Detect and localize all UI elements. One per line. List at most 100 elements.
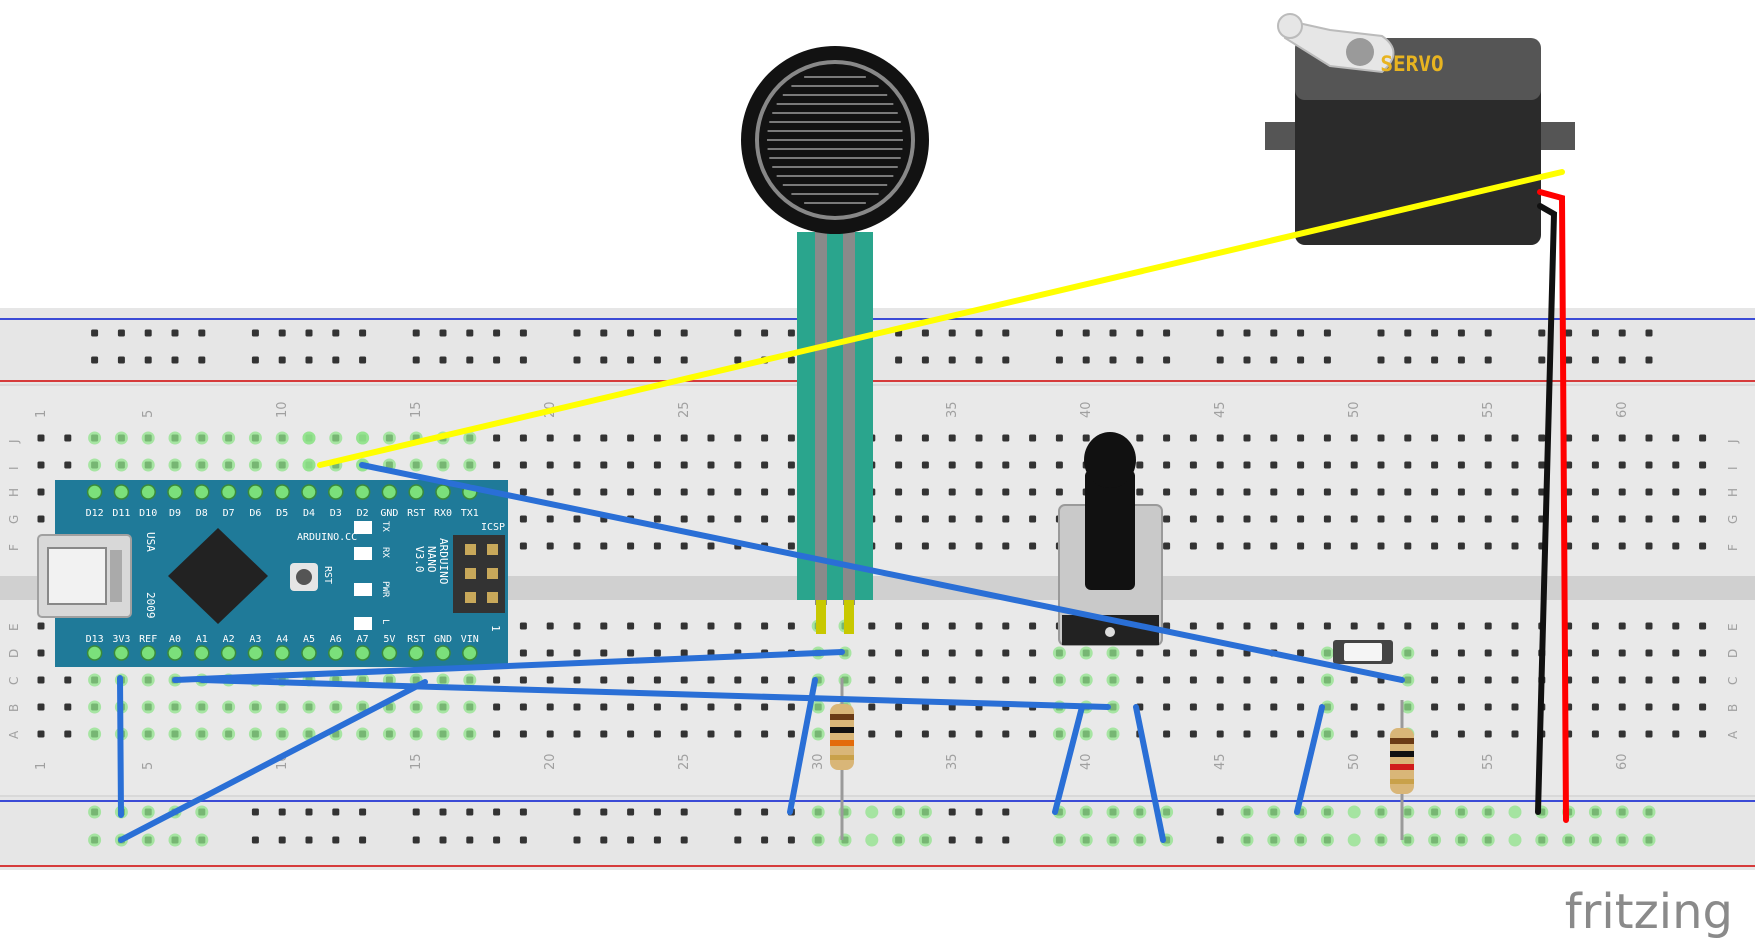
breadboard-hole xyxy=(37,649,45,657)
breadboard-hole xyxy=(761,676,769,684)
breadboard-hole xyxy=(1002,542,1010,550)
connected-hole xyxy=(168,727,182,741)
breadboard-hole xyxy=(895,461,903,469)
breadboard-hole xyxy=(1270,703,1278,711)
connected-hole xyxy=(88,833,102,847)
arduino-name-line-1: ARDUINO xyxy=(437,538,450,584)
resistor-1-band-3 xyxy=(830,740,854,746)
breadboard-hole xyxy=(868,649,876,657)
breadboard-hole xyxy=(37,434,45,442)
arduino-bottom-pin-label: A6 xyxy=(330,634,342,645)
breadboard-hole xyxy=(64,676,72,684)
breadboard-hole xyxy=(1511,676,1519,684)
connected-hole xyxy=(1535,833,1549,847)
breadboard-hole xyxy=(1618,488,1626,496)
rail-hole xyxy=(278,329,286,337)
breadboard-hole xyxy=(975,730,983,738)
breadboard-hole xyxy=(1699,622,1707,630)
rail-hole xyxy=(1243,329,1251,337)
breadboard-hole xyxy=(519,622,527,630)
rail-hole xyxy=(1270,329,1278,337)
connected-hole xyxy=(1642,833,1656,847)
breadboard-hole xyxy=(1591,515,1599,523)
breadboard-hole xyxy=(1511,461,1519,469)
connected-hole xyxy=(168,833,182,847)
icsp-pin xyxy=(465,592,476,603)
rail-hole xyxy=(680,836,688,844)
rail-hole xyxy=(921,356,929,364)
breadboard-hole xyxy=(1350,434,1358,442)
icsp-pin xyxy=(487,568,498,579)
breadboard-hole xyxy=(1323,461,1331,469)
rail-hole xyxy=(1431,329,1439,337)
breadboard-hole xyxy=(680,542,688,550)
breadboard-hole xyxy=(1672,676,1680,684)
connected-hole xyxy=(141,727,155,741)
arduino-pin xyxy=(247,645,264,661)
rail-hole xyxy=(653,836,661,844)
rail-hole xyxy=(653,329,661,337)
connected-hole xyxy=(141,431,155,445)
column-number: 50 xyxy=(1347,753,1362,770)
breadboard-hole xyxy=(1189,488,1197,496)
breadboard-hole xyxy=(1350,515,1358,523)
breadboard-hole xyxy=(546,730,554,738)
breadboard-hole xyxy=(1243,676,1251,684)
servo-shaft xyxy=(1346,38,1374,66)
connected-hole xyxy=(114,431,128,445)
breadboard-hole xyxy=(1323,434,1331,442)
breadboard-hole xyxy=(1163,703,1171,711)
breadboard-hole xyxy=(546,515,554,523)
servo-label: SERVO xyxy=(1380,52,1443,76)
breadboard-hole xyxy=(1243,622,1251,630)
breadboard-hole xyxy=(1270,622,1278,630)
connected-hole xyxy=(1481,805,1495,819)
breadboard-hole xyxy=(1189,434,1197,442)
connected-hole xyxy=(1642,805,1656,819)
rail-hole xyxy=(787,836,795,844)
breadboard-hole xyxy=(787,542,795,550)
breadboard-hole xyxy=(1511,730,1519,738)
breadboard-hole xyxy=(1029,622,1037,630)
rail-hole xyxy=(519,808,527,816)
row-letter: G xyxy=(1726,515,1740,524)
rail-hole xyxy=(787,356,795,364)
force-sensor xyxy=(741,46,929,634)
breadboard-hole xyxy=(1163,542,1171,550)
rail-hole xyxy=(1163,329,1171,337)
rail-hole xyxy=(359,808,367,816)
breadboard-hole xyxy=(1350,730,1358,738)
breadboard-hole xyxy=(627,649,635,657)
breadboard-hole xyxy=(1297,434,1305,442)
breadboard-hole xyxy=(1029,730,1037,738)
breadboard-hole xyxy=(519,515,527,523)
breadboard-hole xyxy=(1484,434,1492,442)
connected-hole xyxy=(463,727,477,741)
breadboard-hole xyxy=(761,622,769,630)
breadboard-hole xyxy=(1457,703,1465,711)
connected-hole xyxy=(248,700,262,714)
arduino-top-pin-label: RX0 xyxy=(434,508,452,519)
row-letter: J xyxy=(7,439,21,444)
breadboard-hole xyxy=(1002,488,1010,496)
breadboard-hole xyxy=(1055,488,1063,496)
breadboard-hole xyxy=(573,488,581,496)
breadboard-hole xyxy=(707,461,715,469)
arduino-bottom-pin-label: VIN xyxy=(461,634,479,645)
breadboard-hole xyxy=(761,461,769,469)
breadboard-hole xyxy=(948,434,956,442)
connected-hole xyxy=(222,727,236,741)
breadboard-hole xyxy=(1216,461,1224,469)
breadboard-hole xyxy=(1591,730,1599,738)
connected-hole xyxy=(1401,805,1415,819)
breadboard-hole xyxy=(1189,649,1197,657)
connected-hole xyxy=(88,805,102,819)
breadboard-hole xyxy=(1431,703,1439,711)
breadboard-hole xyxy=(948,515,956,523)
breadboard-hole xyxy=(975,434,983,442)
connected-hole xyxy=(88,458,102,472)
breadboard-hole xyxy=(1243,730,1251,738)
breadboard-hole xyxy=(1377,488,1385,496)
